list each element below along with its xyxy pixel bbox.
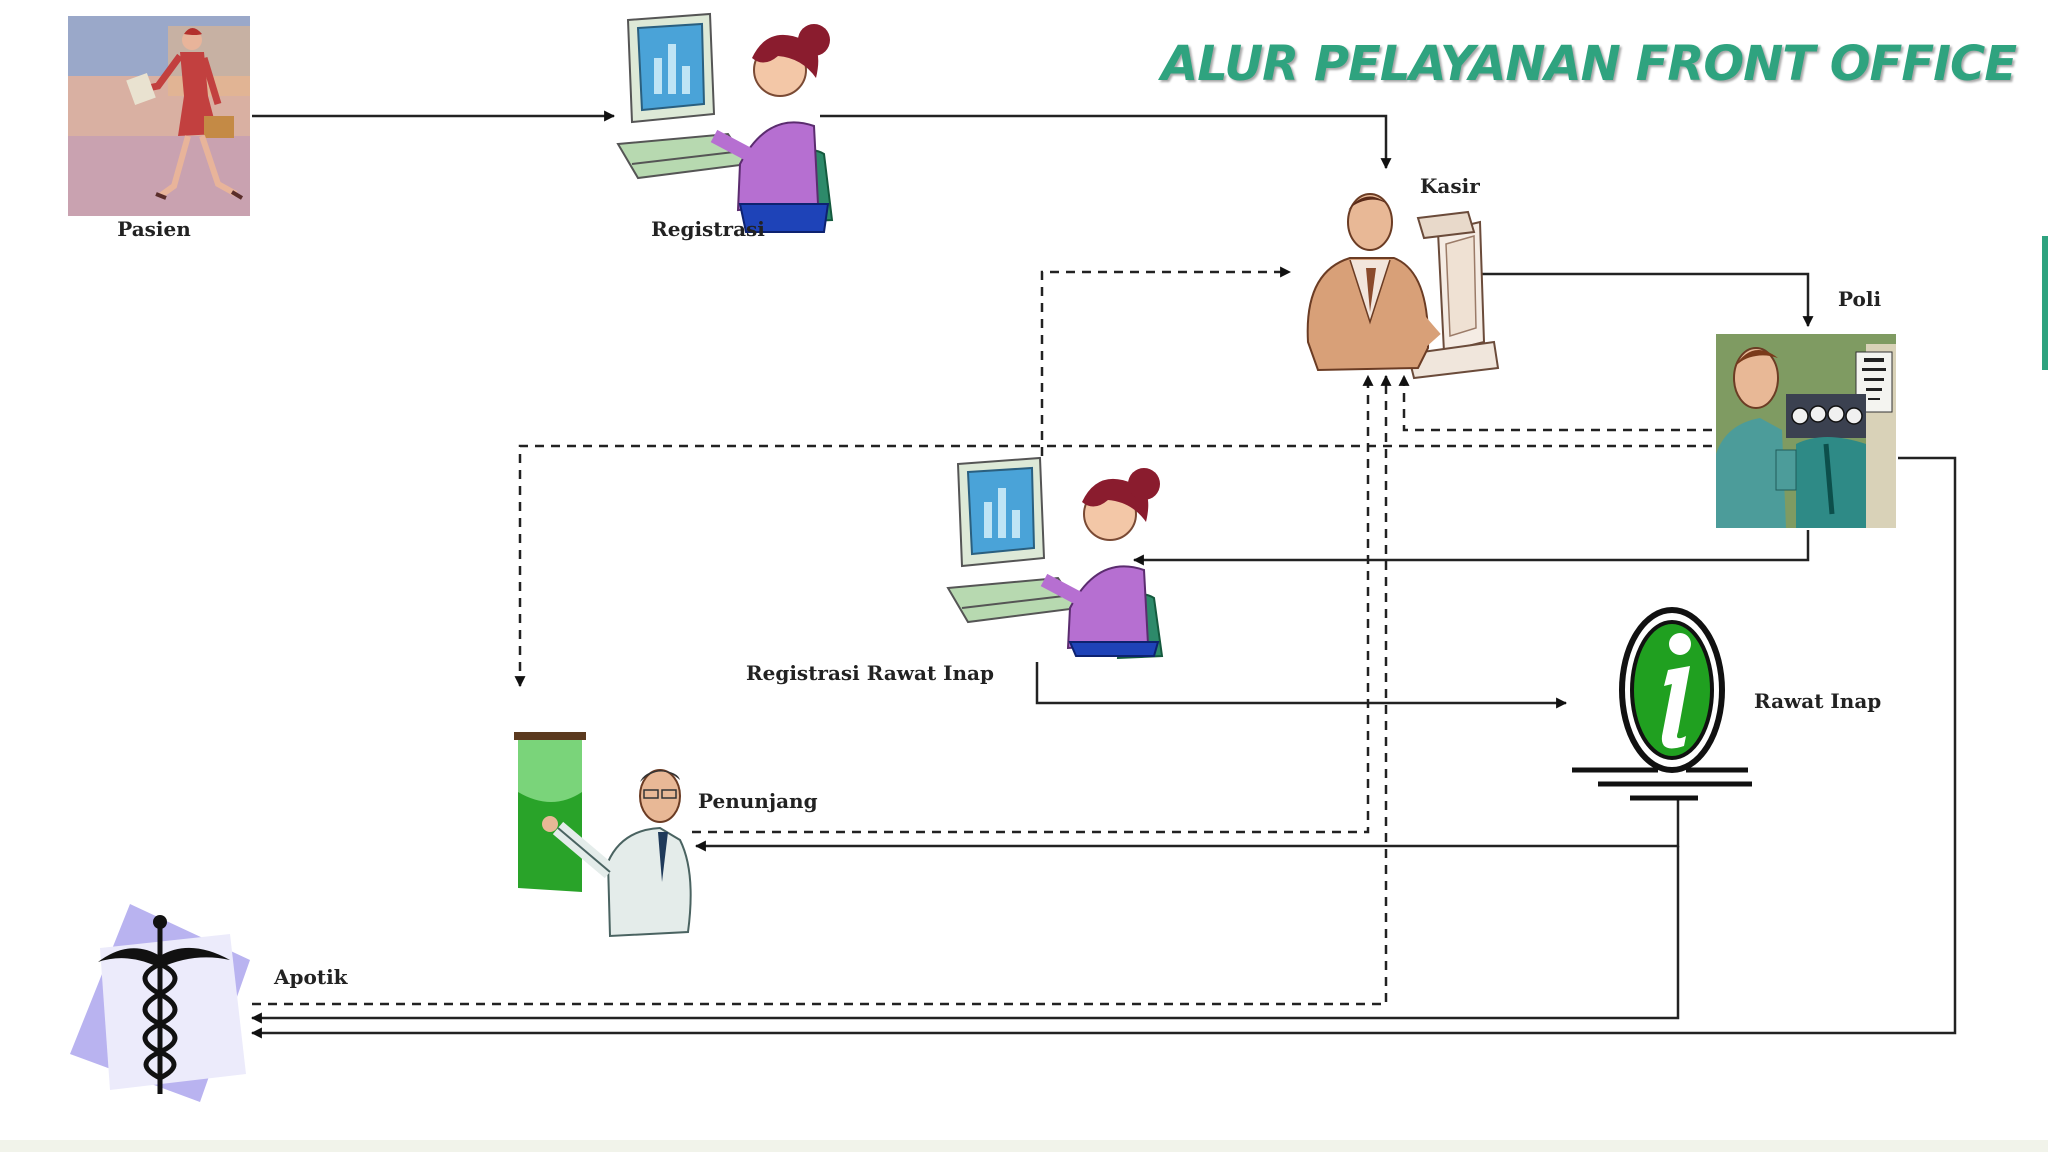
edge-kasir-poli — [1480, 272, 1814, 328]
node-label-apotik: Apotik — [273, 965, 349, 989]
node-registrasi: Registrasi — [616, 12, 834, 241]
side-accent-bar — [2042, 236, 2048, 370]
node-kasir: Kasir — [1306, 174, 1500, 380]
edge-poli-kasir — [1398, 374, 1712, 432]
node-poli: Poli — [1716, 287, 1896, 528]
node-apotik: Apotik — [70, 904, 349, 1102]
woman-at-computer-icon — [616, 12, 834, 233]
eye-exam-doctor-icon — [1716, 334, 1896, 528]
man-at-computer-icon — [1306, 193, 1500, 380]
node-label-rawat-inap: Rawat Inap — [1754, 689, 1881, 713]
page-title: ALUR PELAYANAN FRONT OFFICE — [1161, 36, 2017, 92]
node-pasien: Pasien — [68, 16, 250, 241]
node-rawat-inap: Rawat Inap — [1572, 607, 1881, 801]
node-label-pasien: Pasien — [117, 217, 191, 241]
edge-poli-apotik — [250, 456, 1957, 1039]
node-penunjang: Penunjang — [514, 732, 818, 938]
edge-registrasi-kasir — [820, 114, 1392, 170]
caduceus-icon — [70, 904, 250, 1102]
edge-poli-registrasi-rawat-inap — [1132, 530, 1810, 566]
woman-at-computer-icon — [946, 456, 1164, 660]
edge-registrasi-rawat-inap-rawat-inap — [1035, 662, 1568, 709]
node-label-kasir: Kasir — [1420, 174, 1480, 198]
node-label-registrasi: Registrasi — [651, 217, 765, 241]
doctor-xray-icon — [514, 732, 692, 938]
node-label-poli: Poli — [1838, 287, 1881, 311]
node-label-registrasi-rawat-inap: Registrasi Rawat Inap — [746, 661, 994, 685]
edge-rawat-inap-penunjang — [694, 800, 1680, 852]
node-registrasi-rawat-inap: Registrasi Rawat Inap — [746, 456, 1164, 685]
walking-woman-icon — [68, 16, 250, 216]
dashed-connectors — [252, 266, 1712, 1006]
node-label-penunjang: Penunjang — [698, 789, 818, 813]
footer-bar — [0, 1140, 2048, 1152]
solid-connectors — [250, 110, 1957, 1039]
edge-apotik-kasir — [252, 374, 1392, 1006]
edge-registrasi-rawat-inap-kasir — [1040, 266, 1292, 456]
edge-rawat-inap-apotik — [250, 846, 1680, 1024]
edge-penunjang-kasir — [692, 374, 1374, 834]
edge-poli-penunjang — [514, 444, 1712, 688]
info-sign-icon — [1572, 607, 1752, 801]
